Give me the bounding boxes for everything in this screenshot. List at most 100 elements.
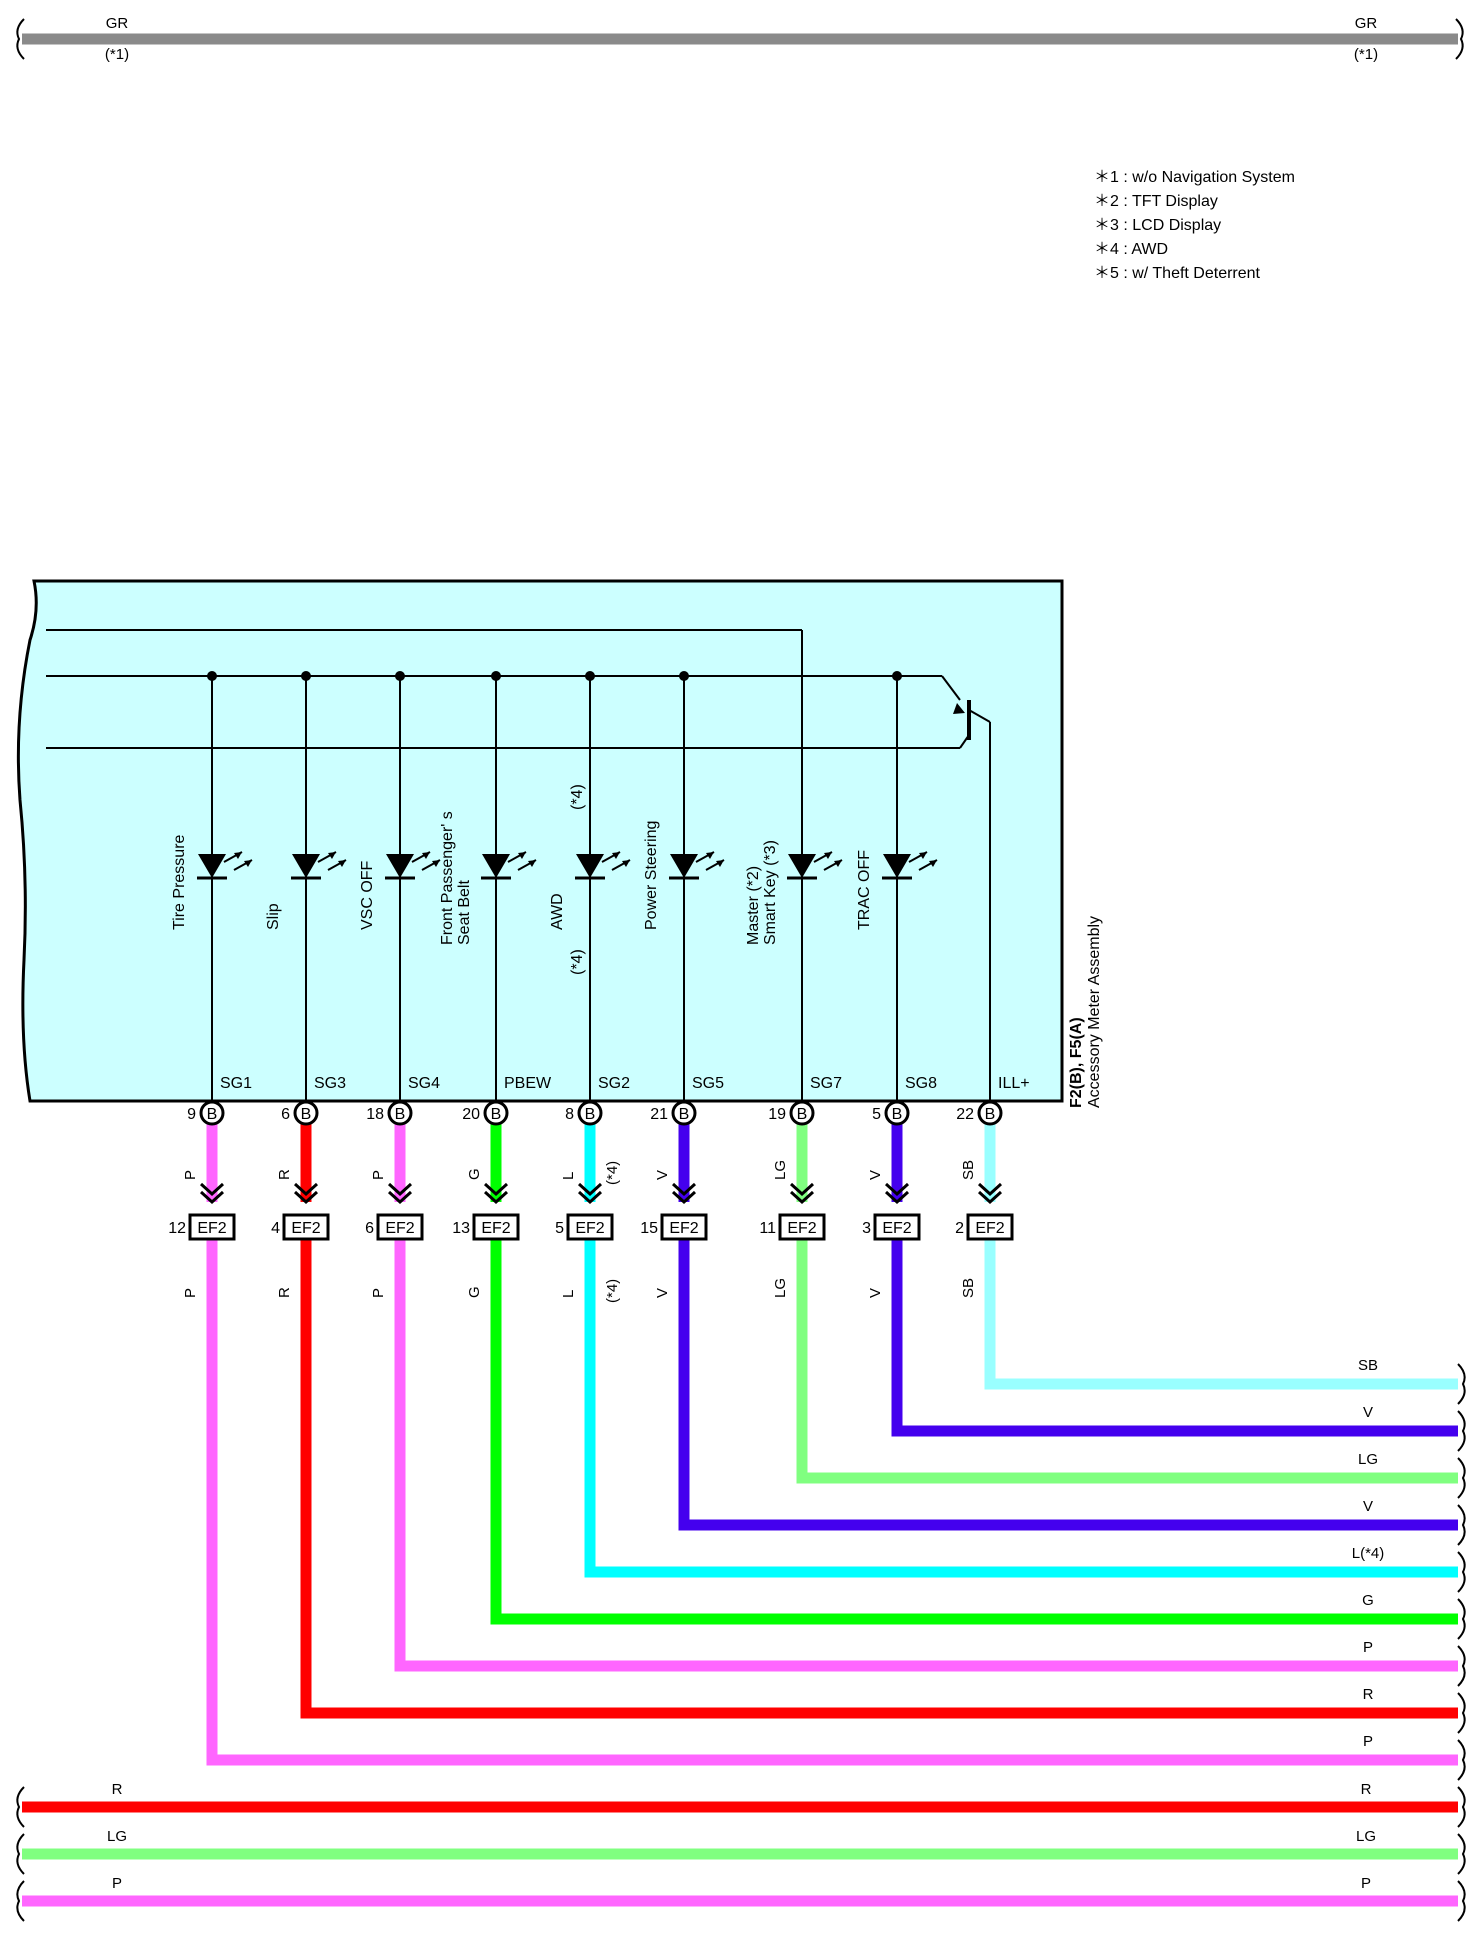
brace-right-2 bbox=[1457, 1457, 1466, 1499]
right-label-8: P bbox=[1363, 1733, 1373, 1750]
pin-circle-sg4 bbox=[387, 1100, 413, 1126]
wire-layer bbox=[22, 33, 1458, 1907]
right-label-2: LG bbox=[1358, 1451, 1378, 1468]
transistor-arrow bbox=[953, 703, 965, 714]
wire-note-upper-sg2: (*4) bbox=[604, 1161, 621, 1185]
right-label-0: SB bbox=[1358, 1357, 1378, 1374]
chevron-0-sg5 bbox=[671, 1182, 697, 1197]
led-pbew bbox=[482, 854, 510, 878]
led-sg5 bbox=[670, 854, 698, 878]
ef2-label-sg3: EF2 bbox=[291, 1220, 320, 1237]
chevron-0-sg4 bbox=[387, 1182, 413, 1197]
junction-dot-sg2 bbox=[585, 671, 595, 681]
terminal-sg3: SG3 bbox=[314, 1075, 346, 1092]
bottom-label-left-2: P bbox=[112, 1875, 122, 1892]
wire-code-lower-sg7: LG bbox=[772, 1278, 789, 1298]
brace-bottom-left-0 bbox=[16, 1786, 25, 1828]
ef2-label-sg8: EF2 bbox=[882, 1220, 911, 1237]
notes-legend: ＊1 : w/o Navigation System ＊2 : TFT Disp… bbox=[1094, 166, 1295, 286]
pin-number-sg3: 6 bbox=[281, 1106, 290, 1123]
led-ray-head-1-sg2 bbox=[622, 860, 630, 867]
wire-lower-sg7 bbox=[796, 1240, 1458, 1484]
wire-code-lower-sg4: P bbox=[370, 1288, 387, 1298]
pin-letter-sg2: B bbox=[585, 1106, 596, 1123]
led-ray-head-1-pbew bbox=[528, 860, 536, 867]
ef2-label-sg2: EF2 bbox=[575, 1220, 604, 1237]
right-label-3: V bbox=[1363, 1498, 1373, 1515]
led-ray-head-1-sg4 bbox=[432, 860, 440, 867]
wire-lower-sg2 bbox=[584, 1240, 1458, 1578]
terminal-sg2: SG2 bbox=[598, 1075, 630, 1092]
ef2-box-sg1 bbox=[188, 1213, 236, 1241]
wire-lower-ill+ bbox=[984, 1240, 1458, 1390]
chevron-1-sg3 bbox=[293, 1190, 319, 1205]
wire-lower-sg5 bbox=[678, 1240, 1458, 1531]
pin-letter-sg8: B bbox=[892, 1106, 903, 1123]
brace-right-8 bbox=[1457, 1739, 1466, 1781]
chevron-0-sg1 bbox=[199, 1182, 225, 1197]
led-sg1 bbox=[198, 854, 226, 878]
led-ray-head-0-pbew bbox=[518, 852, 526, 859]
wire-code-upper-sg7: LG bbox=[772, 1160, 789, 1180]
chevron-1-sg4 bbox=[387, 1190, 413, 1205]
note-4: ＊4 : AWD bbox=[1094, 241, 1169, 258]
wire-code-upper-ill+: SB bbox=[960, 1160, 977, 1180]
indicator-label-sg1: Tire Pressure bbox=[171, 834, 188, 930]
junction-dot-sg5 bbox=[679, 671, 689, 681]
bottom-label-right-2: P bbox=[1361, 1875, 1371, 1892]
right-label-1: V bbox=[1363, 1404, 1373, 1421]
transistor-base-lead bbox=[959, 734, 970, 749]
ef2-label-sg1: EF2 bbox=[197, 1220, 226, 1237]
chevron-1-sg2 bbox=[577, 1190, 603, 1205]
led-ray-head-0-sg3 bbox=[328, 852, 336, 859]
indicator-note-top-awd: (*4) bbox=[569, 784, 586, 810]
pin-circle-pbew bbox=[483, 1100, 509, 1126]
brace-top-left bbox=[16, 18, 25, 60]
wire-code-lower-sg5: V bbox=[654, 1288, 671, 1298]
pin-circle-sg3 bbox=[293, 1100, 319, 1126]
transistor-collector bbox=[941, 675, 961, 701]
pin-number-sg7: 19 bbox=[768, 1106, 786, 1123]
top-wire-label-left: GR bbox=[106, 15, 129, 32]
right-label-6: P bbox=[1363, 1639, 1373, 1656]
pin-circle-sg8 bbox=[884, 1100, 910, 1126]
top-wire-note-right: (*1) bbox=[1354, 46, 1378, 63]
pin-circle-sg7 bbox=[789, 1100, 815, 1126]
wire-code-upper-sg8: V bbox=[867, 1170, 884, 1180]
led-sg3 bbox=[292, 854, 320, 878]
led-sg7 bbox=[788, 854, 816, 878]
bottom-label-right-0: R bbox=[1361, 1781, 1372, 1798]
pin-letter-sg3: B bbox=[301, 1106, 312, 1123]
brace-bottom-right-1 bbox=[1457, 1833, 1466, 1875]
terminal-ill+: ILL+ bbox=[998, 1075, 1030, 1092]
pin-letter-pbew: B bbox=[491, 1106, 502, 1123]
wire-code-upper-sg4: P bbox=[370, 1170, 387, 1180]
note-2: ＊2 : TFT Display bbox=[1094, 193, 1218, 210]
indicator-label-sg3: Slip bbox=[265, 903, 282, 930]
indicator-label-a-pbew: Front Passenger' s bbox=[439, 811, 456, 945]
terminal-sg4: SG4 bbox=[408, 1075, 440, 1092]
ef2-pin-sg2: 5 bbox=[555, 1220, 564, 1237]
chevron-0-sg7 bbox=[789, 1182, 815, 1197]
led-sg8 bbox=[883, 854, 911, 878]
indicator-note-bottom-awd: (*4) bbox=[569, 949, 586, 975]
pin-letter-sg5: B bbox=[679, 1106, 690, 1123]
ef2-pin-sg7: 11 bbox=[759, 1220, 776, 1237]
chevron-0-sg8 bbox=[884, 1182, 910, 1197]
brace-right-0 bbox=[1457, 1363, 1466, 1405]
note-5: ＊5 : w/ Theft Deterrent bbox=[1094, 265, 1260, 282]
ef2-pin-sg8: 3 bbox=[862, 1220, 871, 1237]
note-1: ＊1 : w/o Navigation System bbox=[1094, 169, 1295, 186]
chevron-1-sg8 bbox=[884, 1190, 910, 1205]
led-ray-head-1-sg5 bbox=[716, 860, 724, 867]
chevron-0-pbew bbox=[483, 1182, 509, 1197]
ef2-box-sg4 bbox=[376, 1213, 424, 1241]
bottom-label-right-1: LG bbox=[1356, 1828, 1376, 1845]
wire-code-upper-pbew: G bbox=[466, 1168, 483, 1180]
indicator-label-sg8: TRAC OFF bbox=[856, 850, 873, 930]
indicator-label-a-sg7: Master (*2) bbox=[745, 866, 762, 945]
brace-right-5 bbox=[1457, 1598, 1466, 1640]
wire-code-lower-sg2: L bbox=[560, 1290, 577, 1298]
wire-code-lower-ill+: SB bbox=[960, 1278, 977, 1298]
wire-code-lower-sg1: P bbox=[182, 1288, 199, 1298]
